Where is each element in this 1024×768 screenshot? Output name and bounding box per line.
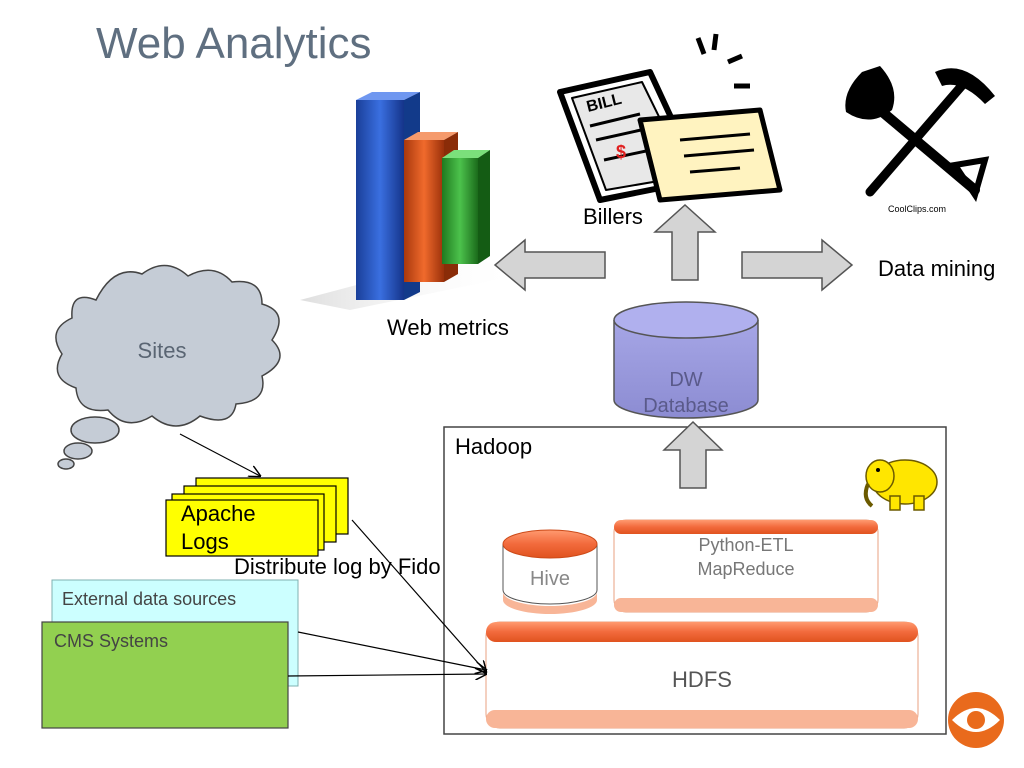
connector-logs-to-hdfs bbox=[351, 519, 486, 672]
dw-label-line2: Database bbox=[643, 395, 729, 417]
page-title: Web Analytics bbox=[96, 19, 372, 68]
arrow-right-data-mining bbox=[741, 238, 854, 292]
shovel-pickaxe-icon: CoolClips.com bbox=[845, 66, 995, 214]
sites-cloud: Sites bbox=[55, 264, 281, 470]
hive-label: Hive bbox=[530, 568, 570, 590]
dw-label-line1: DW bbox=[669, 369, 702, 391]
hdfs-label: HDFS bbox=[672, 667, 732, 692]
etl-label-line1: Python-ETL bbox=[698, 535, 793, 555]
data-mining-label: Data mining bbox=[878, 256, 995, 281]
external-data-label: External data sources bbox=[62, 589, 236, 609]
svg-text:$: $ bbox=[616, 142, 626, 162]
bill-icon: BILL $ bbox=[557, 33, 783, 203]
distribute-label: Distribute log by Fido bbox=[234, 554, 441, 579]
web-metrics-label: Web metrics bbox=[387, 315, 509, 340]
apache-logs-line2: Logs bbox=[181, 529, 229, 554]
cms-systems-label: CMS Systems bbox=[54, 631, 168, 651]
clipart-credit: CoolClips.com bbox=[888, 204, 946, 214]
cms-systems-box bbox=[41, 621, 289, 729]
apache-logs: Apache Logs bbox=[165, 477, 349, 557]
python-etl-component: Python-ETL MapReduce bbox=[613, 519, 879, 613]
arrow-left-web-metrics bbox=[493, 238, 606, 292]
connector-external-to-hdfs bbox=[297, 631, 486, 670]
hadoop-elephant-icon bbox=[863, 459, 938, 511]
hadoop-label: Hadoop bbox=[455, 434, 532, 459]
apache-logs-line1: Apache bbox=[181, 501, 256, 526]
dw-database: DW Database bbox=[613, 301, 759, 419]
bar-chart-icon bbox=[300, 92, 520, 310]
connector-cms-to-hdfs bbox=[287, 674, 486, 676]
etl-label-line2: MapReduce bbox=[697, 559, 794, 579]
hive-component: Hive bbox=[502, 529, 598, 614]
sites-label: Sites bbox=[138, 338, 187, 363]
billers-label: Billers bbox=[583, 204, 643, 229]
eye-logo-icon bbox=[948, 692, 1004, 748]
hdfs-component: HDFS bbox=[485, 621, 919, 729]
connector-sites-to-logs bbox=[179, 433, 260, 476]
arrow-up-billers bbox=[653, 203, 717, 281]
arrow-up-to-dw bbox=[662, 420, 724, 489]
